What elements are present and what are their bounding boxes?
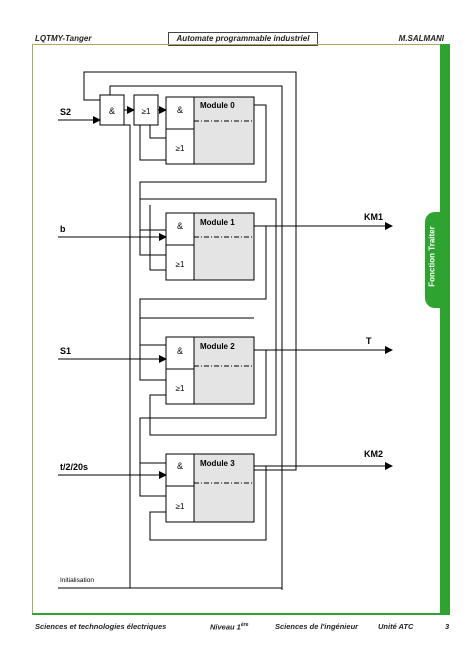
module-1-label: Module 1 <box>200 218 235 227</box>
module-0: & ≥1 Module 0 <box>165 96 255 165</box>
output-km2-label: KM2 <box>364 449 383 459</box>
module-2: & ≥1 Module 2 <box>165 336 255 405</box>
module-2-or: ≥1 <box>176 384 185 393</box>
footer-divider <box>32 613 450 615</box>
page-number: 3 <box>445 622 450 631</box>
school-label: LQTMY-Tanger <box>35 34 92 43</box>
output-km1-label: KM1 <box>364 212 383 222</box>
svg-text:≥1: ≥1 <box>142 107 151 116</box>
or-gate-top: ≥1 <box>133 94 159 126</box>
module-3-and: & <box>177 461 183 471</box>
wiring <box>58 71 393 590</box>
footer-course: Sciences et technologies électriques <box>35 622 167 631</box>
footer-subject: Sciences de l'ingénieur <box>275 622 359 631</box>
input-initialisation-label: Initialisation <box>60 577 94 584</box>
input-b-label: b <box>60 224 66 234</box>
module-1: & ≥1 Module 1 <box>165 212 255 281</box>
module-0-or: ≥1 <box>176 144 185 153</box>
output-t-label: T <box>366 336 372 346</box>
sidebar-strip <box>440 44 450 614</box>
module-3-or: ≥1 <box>176 502 185 511</box>
module-0-label: Module 0 <box>200 101 235 110</box>
input-s2-label: S2 <box>60 107 71 117</box>
and-gate-top: & <box>99 94 125 126</box>
sidebar-tab <box>425 212 449 308</box>
input-timer-label: t/2/20s <box>60 462 88 472</box>
module-2-label: Module 2 <box>200 342 235 351</box>
module-3-label: Module 3 <box>200 459 235 468</box>
page-header: LQTMY-Tanger Automate programmable indus… <box>0 0 474 46</box>
module-3: & ≥1 Module 3 <box>165 453 255 523</box>
footer-unit: Unité ATC <box>378 622 414 631</box>
module-1-and: & <box>177 221 183 231</box>
footer-level: Niveau 1ère <box>210 622 249 632</box>
module-1-or: ≥1 <box>176 260 185 269</box>
page-title: Automate programmable industriel <box>168 32 318 46</box>
author-label: M.SALMANI <box>398 34 444 43</box>
input-s1-label: S1 <box>60 346 71 356</box>
svg-text:&: & <box>109 106 115 116</box>
module-2-and: & <box>177 346 183 356</box>
module-0-and: & <box>177 105 183 115</box>
